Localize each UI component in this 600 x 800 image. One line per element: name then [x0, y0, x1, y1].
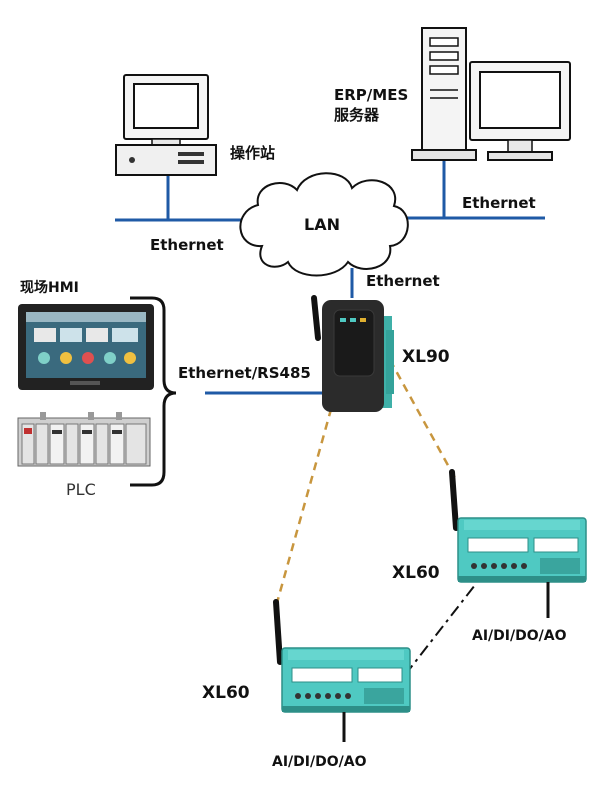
- node-to-node-link: [404, 584, 476, 676]
- xl60-bottom-label: XL60: [202, 683, 250, 703]
- xl60-right-label: XL60: [392, 563, 440, 583]
- hmi-label: 现场HMI: [20, 280, 79, 296]
- io-right-label: AI/DI/DO/AO: [472, 628, 567, 644]
- lan-cloud-icon: [239, 172, 409, 277]
- field-devices-bracket: [130, 296, 177, 487]
- xl60-right-node-icon: [449, 469, 587, 618]
- wireless-link-bottom: [273, 394, 337, 611]
- xl90-label: XL90: [402, 347, 450, 367]
- xl60-bottom-node-icon: [273, 599, 411, 742]
- ethernet-left-label: Ethernet: [150, 236, 224, 254]
- plc-rack-icon: [17, 412, 151, 467]
- operator-station-computer-icon: [115, 74, 217, 176]
- wireless-links: [273, 359, 457, 611]
- erp-mes-label: ERP/MES: [334, 86, 408, 104]
- ethernet-right-label: Ethernet: [462, 194, 536, 212]
- lan-label: LAN: [304, 215, 340, 234]
- plc-label: PLC: [66, 480, 96, 499]
- operator-station-label: 操作站: [230, 144, 275, 162]
- wireless-link-right: [388, 359, 457, 479]
- erp-server-label: 服务器: [334, 106, 380, 124]
- hmi-panel-icon: [18, 304, 154, 390]
- io-bottom-label: AI/DI/DO/AO: [272, 754, 367, 770]
- xl90-gateway-icon: [311, 295, 394, 412]
- ethernet-bus: [115, 160, 545, 395]
- ethernet-rs485-label: Ethernet/RS485: [178, 364, 311, 382]
- erp-mes-server-icon: [411, 27, 571, 161]
- ethernet-gateway-label: Ethernet: [366, 272, 440, 290]
